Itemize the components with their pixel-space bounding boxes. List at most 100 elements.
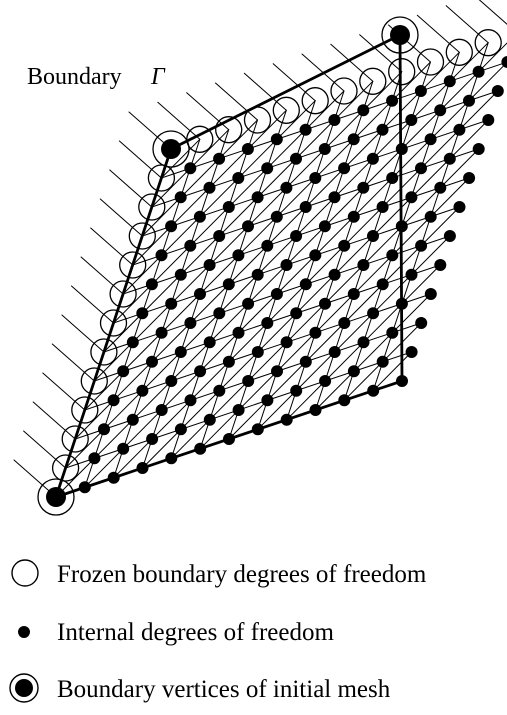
internal-dof-marker (271, 365, 283, 378)
internal-dof-marker (232, 172, 245, 184)
hatch-line (359, 34, 403, 73)
internal-dof-marker (126, 413, 139, 426)
internal-dof-marker (424, 133, 437, 146)
internal-dof-marker (347, 210, 360, 223)
internal-dof-marker (146, 433, 159, 445)
internal-dof-marker (357, 336, 370, 349)
internal-dof-marker (184, 239, 197, 252)
boundary-vertex-marker (390, 25, 410, 45)
internal-dof-marker (434, 259, 447, 271)
internal-dof-marker (213, 230, 226, 242)
internal-dof-marker (223, 433, 235, 445)
internal-dof-marker (395, 220, 408, 233)
internal-dof-marker (290, 384, 303, 397)
internal-dof-marker (194, 288, 206, 300)
frozen-dof-marker (445, 38, 473, 66)
frozen-dof-marker (61, 425, 89, 453)
mesh-line-diagonal (160, 138, 201, 179)
internal-dof-marker (251, 423, 264, 436)
internal-dof-marker (184, 317, 197, 329)
internal-dof-marker (232, 404, 245, 416)
boundary-hatch-lines (13, 0, 507, 498)
internal-dof-marker (357, 181, 370, 194)
boundary-gamma-symbol: Γ (150, 64, 166, 90)
frozen-dof-marker (474, 29, 502, 57)
hatch-line (99, 198, 143, 237)
hatch-line (32, 401, 76, 440)
internal-dof-marker (78, 481, 91, 494)
boundary-edge-left (54, 147, 173, 499)
internal-dof-marker (319, 375, 332, 387)
boundary-label: Boundary (27, 64, 122, 90)
boundary-vertex-marker (161, 139, 181, 159)
internal-dof-marker (174, 423, 187, 436)
hatch-line (90, 227, 134, 266)
internal-dof-marker (98, 423, 110, 436)
internal-dof-marker (145, 278, 158, 291)
frozen-dof-marker (109, 280, 137, 308)
internal-dof-marker (338, 239, 351, 252)
hatch-line (51, 343, 95, 382)
internal-dof-marker (309, 326, 322, 339)
frozen-dof-marker (330, 77, 358, 105)
internal-dof-marker (367, 230, 379, 242)
hatch-line (330, 43, 374, 82)
internal-dof-marker (338, 317, 351, 329)
mesh-line-diagonal (372, 351, 413, 392)
frozen-dof-marker (119, 251, 147, 279)
hatch-line (109, 169, 153, 208)
legend-internal-label: Internal degrees of freedom (57, 619, 334, 646)
internal-dof-marker (251, 268, 264, 281)
internal-dof-marker (280, 181, 293, 194)
internal-dof-marker (405, 268, 418, 281)
frozen-dof-marker (99, 309, 128, 337)
internal-dof-marker (155, 404, 168, 416)
internal-dof-marker (299, 355, 312, 368)
internal-dof-marker (347, 288, 360, 300)
internal-dof-marker (347, 133, 360, 146)
internal-dof-marker (280, 259, 293, 271)
internal-dof-marker (290, 152, 302, 165)
boundary-vertex-ring (37, 478, 75, 516)
internal-dof-marker (366, 152, 379, 165)
internal-dof-marker (155, 249, 168, 262)
internal-dof-marker (136, 384, 149, 397)
internal-dof-marker (193, 210, 206, 223)
internal-dof-marker (501, 56, 507, 68)
internal-dof-marker (491, 85, 504, 97)
internal-dof-marker (367, 384, 380, 397)
internal-dof-marker (165, 297, 178, 310)
hatch-line (215, 82, 258, 121)
boundary-vertex-ring (381, 16, 419, 54)
hatch-line (272, 63, 316, 102)
frozen-dof-marker (71, 396, 99, 424)
internal-dof-marker (107, 471, 120, 484)
internal-dof-marker (453, 201, 466, 213)
internal-dof-marker (472, 143, 485, 155)
internal-dof-marker (338, 394, 351, 407)
internal-dof-marker (203, 259, 216, 271)
internal-dof-marker (194, 442, 207, 455)
internal-dof-marker (251, 191, 264, 204)
internal-dof-marker (241, 143, 254, 155)
hatch-line (80, 256, 124, 295)
internal-dof-marker (376, 278, 389, 291)
internal-dof-marker (318, 220, 331, 233)
frozen-dof-marker (359, 67, 387, 95)
internal-dof-marker (194, 365, 207, 378)
legend-vertex-icon-ring (9, 673, 39, 703)
hatch-line (61, 314, 105, 353)
internal-dof-marker (165, 220, 178, 233)
internal-dof-marker (222, 201, 235, 213)
mesh-line-diagonal (84, 61, 431, 411)
internal-dof-marker (309, 172, 322, 184)
hatch-line (445, 5, 489, 44)
internal-dof-marker (347, 365, 360, 378)
internal-dof-marker (434, 181, 447, 194)
legend-vertex-label: Boundary vertices of initial mesh (57, 676, 391, 703)
internal-dof-marker (126, 336, 139, 349)
internal-dof-marker (376, 123, 389, 136)
internal-dof-marker (396, 375, 408, 387)
internal-dof-marker (443, 152, 456, 165)
